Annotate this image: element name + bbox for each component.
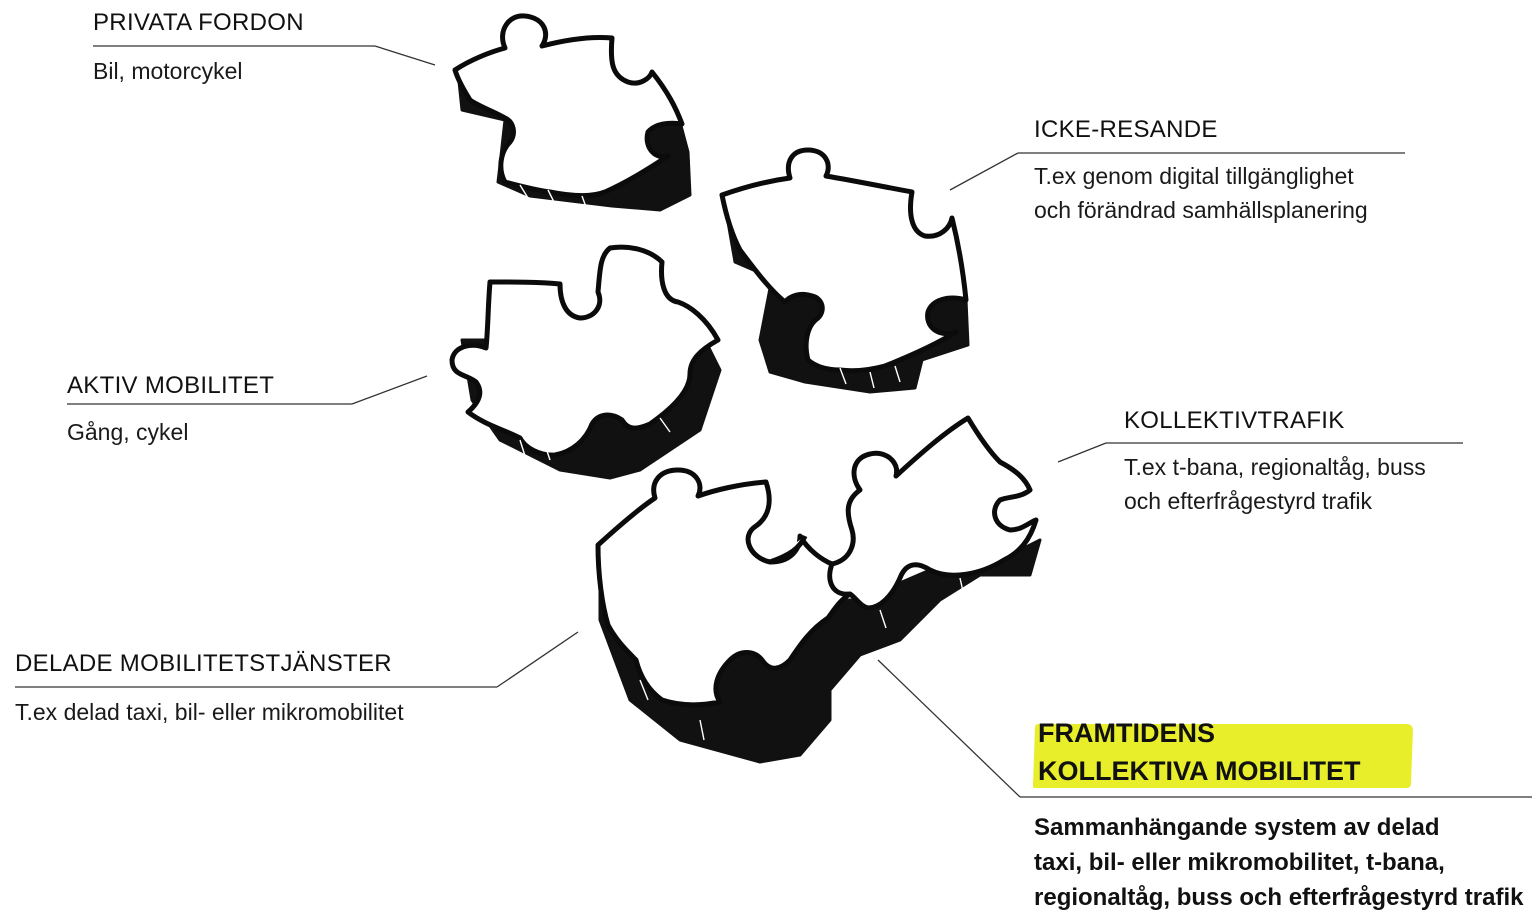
category-title: DELADE MOBILITETSTJÄNSTER [15, 650, 392, 677]
leader-icke-diag [949, 152, 1019, 191]
category-aktiv: AKTIV MOBILITET Gång, cykel [67, 371, 274, 449]
leader-privata-diag [374, 45, 436, 66]
leader-kollektiv-diag [1057, 442, 1107, 463]
category-title: PRIVATA FORDON [93, 9, 304, 36]
category-desc: och efterfrågestyrd trafik [1124, 488, 1372, 514]
category-desc: och förändrad samhällsplanering [1034, 197, 1368, 223]
category-desc: Gång, cykel [67, 419, 189, 445]
future-desc: regionaltåg, buss och efterfrågestyrd tr… [1034, 884, 1524, 911]
category-desc: T.ex t-bana, regionaltåg, buss [1124, 454, 1426, 480]
puzzle-piece-icon [452, 13, 692, 212]
future-desc: taxi, bil- eller mikromobilitet, t-bana, [1034, 849, 1445, 876]
future-desc-block: Sammanhängande system av delad taxi, bil… [1034, 810, 1523, 915]
future-title: KOLLEKTIVA MOBILITET [1038, 756, 1361, 786]
category-icke: ICKE-RESANDE T.ex genom digital tillgäng… [1034, 115, 1368, 227]
category-desc: Bil, motorcykel [93, 58, 243, 84]
category-desc: T.ex delad taxi, bil- eller mikromobilit… [15, 699, 404, 725]
leader-future-diag [877, 659, 1021, 798]
leader-delade-diag [496, 631, 579, 688]
leader-aktiv-diag [351, 375, 428, 405]
future-title: FRAMTIDENS [1038, 718, 1215, 748]
category-title: AKTIV MOBILITET [67, 372, 275, 399]
puzzle-piece-icon [449, 244, 722, 480]
future-desc: Sammanhängande system av delad [1034, 814, 1440, 841]
puzzle-piece-icon [719, 147, 970, 394]
category-privata: PRIVATA FORDON Bil, motorcykel [93, 8, 304, 88]
category-kollektiv: KOLLEKTIVTRAFIK T.ex t-bana, regionaltåg… [1124, 406, 1426, 518]
puzzle-piece-icon [595, 415, 1042, 764]
category-title: ICKE-RESANDE [1034, 116, 1218, 143]
category-desc: T.ex genom digital tillgänglighet [1034, 163, 1354, 189]
category-delade: DELADE MOBILITETSTJÄNSTER T.ex delad tax… [15, 649, 404, 729]
category-title: KOLLEKTIVTRAFIK [1124, 407, 1345, 434]
future-section: FRAMTIDENS KOLLEKTIVA MOBILITET [1038, 714, 1360, 790]
